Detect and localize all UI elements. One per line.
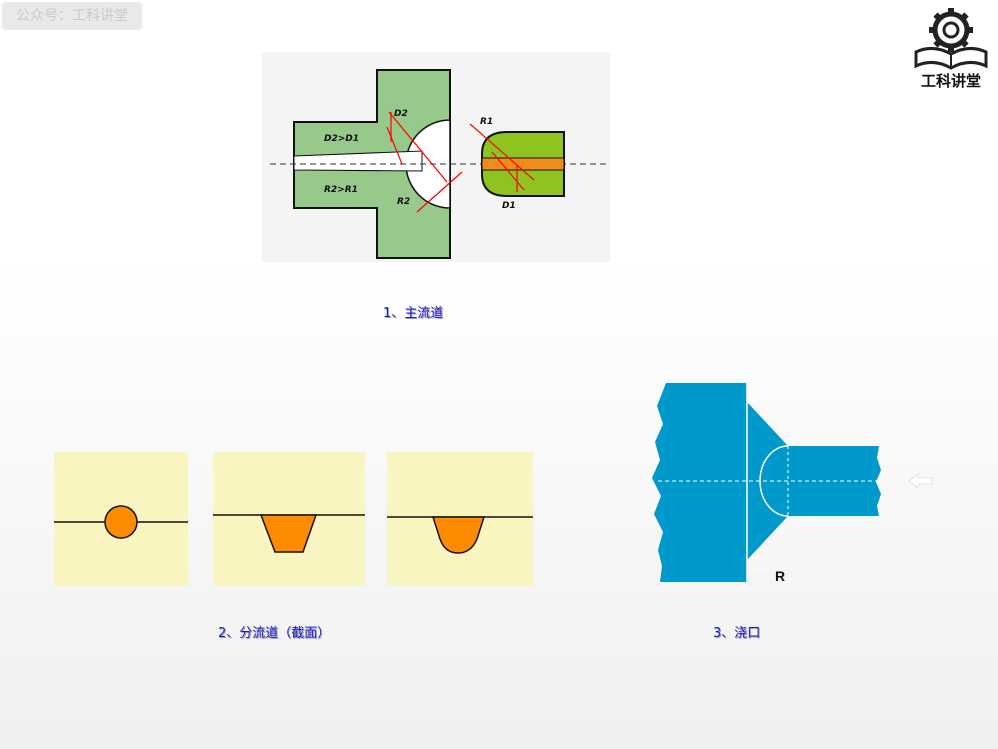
- runner-circular-section: [54, 452, 188, 586]
- sprue-caption: 1、主流道: [383, 306, 444, 321]
- watermark-label: 公众号：工科讲堂: [2, 2, 142, 30]
- label-r: R: [775, 568, 785, 584]
- runner-u-section: [387, 452, 533, 586]
- runner-caption: 2、分流道（截面）: [218, 626, 331, 641]
- label-r1: R1: [480, 117, 493, 127]
- gear-book-icon: [914, 8, 988, 70]
- label-r2-gt-r1: R2>R1: [324, 185, 358, 195]
- gate-diagram: R: [652, 383, 933, 584]
- gate-transition: [747, 402, 788, 560]
- sprue-diagram: D2 D2>D1 R2>R1 R2 R1 D1: [262, 52, 610, 262]
- gate-caption: 3、浇口: [713, 626, 761, 641]
- label-d2: D2: [394, 109, 408, 119]
- label-d1: D1: [502, 201, 516, 211]
- label-r2: R2: [397, 197, 410, 207]
- label-d2-gt-d1: D2>D1: [324, 134, 359, 144]
- flow-arrow-icon: [908, 473, 933, 489]
- part-body: [652, 383, 747, 582]
- brand-name: 工科讲堂: [920, 72, 981, 90]
- nozzle-channel: [481, 157, 565, 171]
- sprue-channel: [293, 150, 423, 172]
- runner-trapezoid-section: [213, 452, 365, 586]
